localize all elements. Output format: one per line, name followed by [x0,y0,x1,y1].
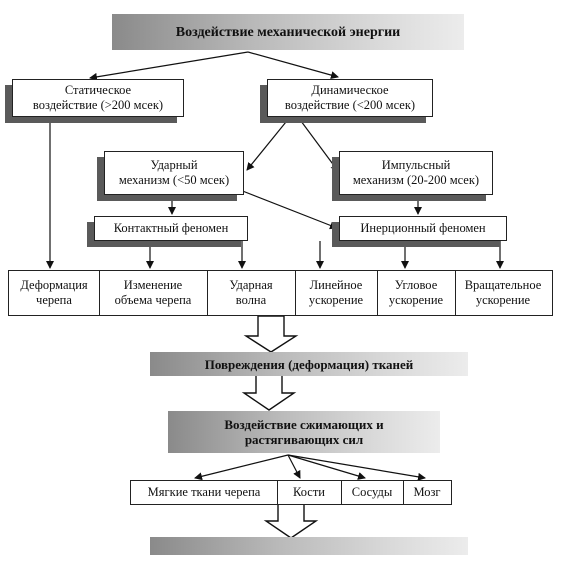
effect-skull-volume-change: Изменение объема черепа [114,278,192,307]
arrow-forces-vessels [287,454,366,480]
effect-shock-wave: Ударная волна [229,278,273,307]
effect-rotational-acceleration: Вращательное ускорение [464,278,542,307]
effect-skull-deformation: Деформация черепа [20,278,88,307]
static-impact-box: Статическое воздействие (>200 мсек) [12,79,184,117]
tissues-divider [277,481,278,504]
tissues-divider [403,481,404,504]
impulse-mechanism-box: Импульсный механизм (20-200 мсек) [339,151,493,195]
hollow-arrow-2 [241,373,297,411]
tissues-divider [341,481,342,504]
effects-divider [455,271,456,315]
tissue-brain: Мозг [413,485,441,499]
arrow-dynamic-impact [246,116,291,171]
arrow-forces-soft [194,454,289,481]
title-band: Воздействие механической энергии [112,14,464,50]
inertial-phenomenon-box: Инерционный феномен [339,216,507,241]
arrow-title-static [89,51,249,81]
effect-angular-acceleration: Угловое ускорение [388,278,444,307]
forces-band: Воздействие сжимающих и растягивающих си… [168,411,440,453]
tissues-row: Мягкие ткани черепа Кости Сосуды Мозг [130,480,452,505]
bottom-band [150,537,468,555]
effects-divider [295,271,296,315]
effects-row: Деформация черепа Изменение объема череп… [8,270,553,316]
effects-divider [207,271,208,315]
impact-mechanism-box: Ударный механизм (<50 мсек) [104,151,244,195]
arrow-forces-bones [287,454,301,479]
effect-linear-acceleration: Линейное ускорение [308,278,364,307]
tissue-vessels: Сосуды [351,485,393,499]
effects-divider [99,271,100,315]
effects-divider [377,271,378,315]
tissue-bones: Кости [293,485,325,499]
dynamic-impact-box: Динамическое воздействие (<200 мсек) [267,79,433,117]
hollow-arrow-3 [263,503,319,539]
contact-phenomenon-box: Контактный феномен [94,216,248,241]
tissue-soft-skull: Мягкие ткани черепа [147,485,261,499]
hollow-arrow-1 [243,315,299,353]
arrow-dynamic-impulse [297,116,339,172]
arrow-forces-brain [287,454,426,481]
tissue-damage-band: Повреждения (деформация) тканей [150,352,468,376]
arrow-title-dynamic [247,51,339,79]
arrow-impact-inertial [239,189,338,230]
